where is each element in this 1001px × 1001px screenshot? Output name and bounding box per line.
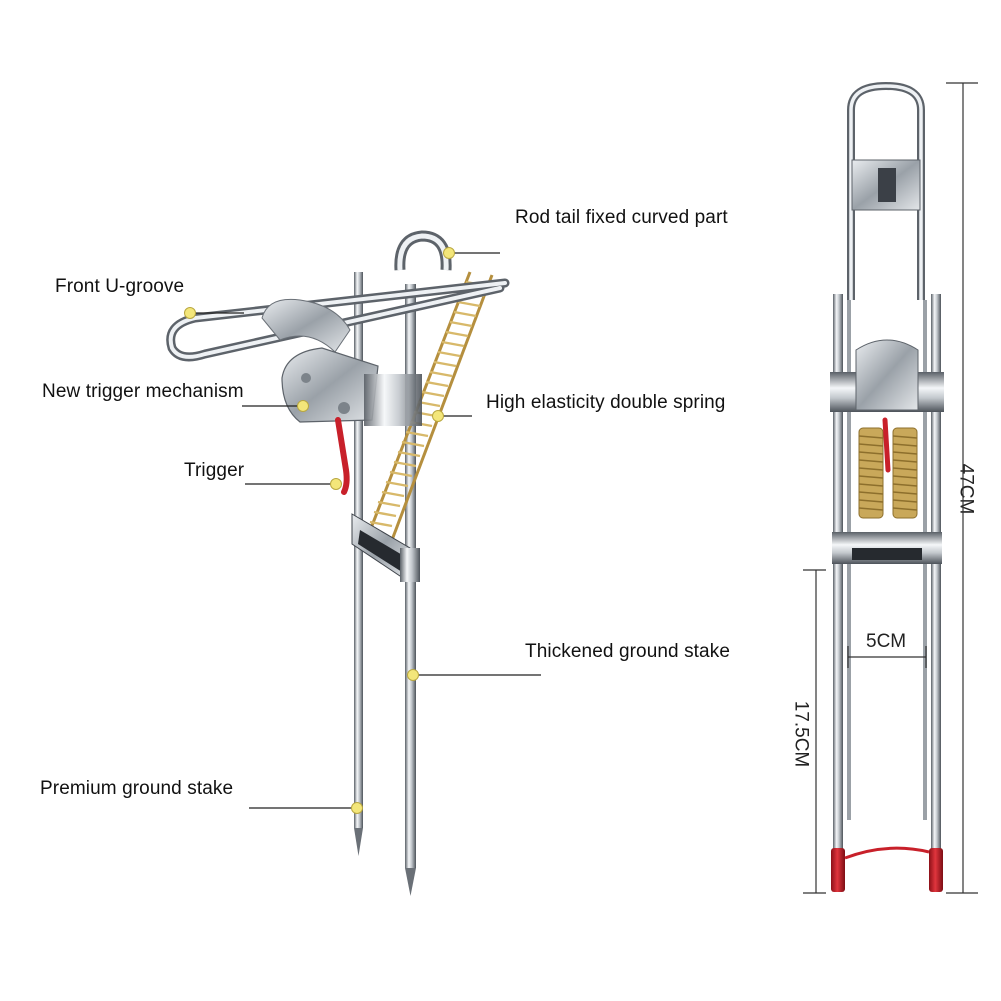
upper-saddle <box>851 159 921 211</box>
lower-bracket <box>351 513 420 582</box>
leader-lines <box>190 252 541 809</box>
product-right-view <box>803 81 978 894</box>
label-rod-tail-fixed-curved-part: Rod tail fixed curved part <box>515 207 728 228</box>
rod-tail-fixed-curved-part <box>394 230 452 271</box>
callout-dot-trigger <box>330 478 342 490</box>
dimension-stake-spacing: 5CM <box>866 631 907 652</box>
label-front-u-groove: Front U-groove <box>55 276 185 297</box>
callout-dot-premium-stake <box>351 802 363 814</box>
rod-saddle <box>261 298 351 353</box>
product-left-view <box>166 230 541 896</box>
callout-dot-thickened-stake <box>407 669 419 681</box>
trigger <box>335 417 350 495</box>
callout-dot-front-u-groove <box>184 307 196 319</box>
front-u-groove <box>166 278 510 362</box>
dimension-lines <box>803 82 978 894</box>
label-premium-ground-stake: Premium ground stake <box>40 778 234 799</box>
new-trigger-mechanism <box>281 347 422 426</box>
front-double-spring <box>858 417 918 519</box>
callout-dot-trigger-mechanism <box>297 400 309 412</box>
top-arch <box>847 81 925 300</box>
callout-dot-spring <box>432 410 444 422</box>
lower-clamp <box>832 532 942 564</box>
label-trigger: Trigger <box>184 460 245 481</box>
label-high-elasticity-double-spring: High elasticity double spring <box>486 392 726 413</box>
label-new-trigger-mechanism: New trigger mechanism <box>42 381 244 402</box>
callout-dot-rod-tail <box>443 247 455 259</box>
red-end-caps <box>831 846 943 892</box>
callout-dots <box>184 247 455 814</box>
premium-ground-stake <box>354 272 363 856</box>
label-thickened-ground-stake: Thickened ground stake <box>525 641 730 662</box>
mid-clamp <box>830 339 944 412</box>
